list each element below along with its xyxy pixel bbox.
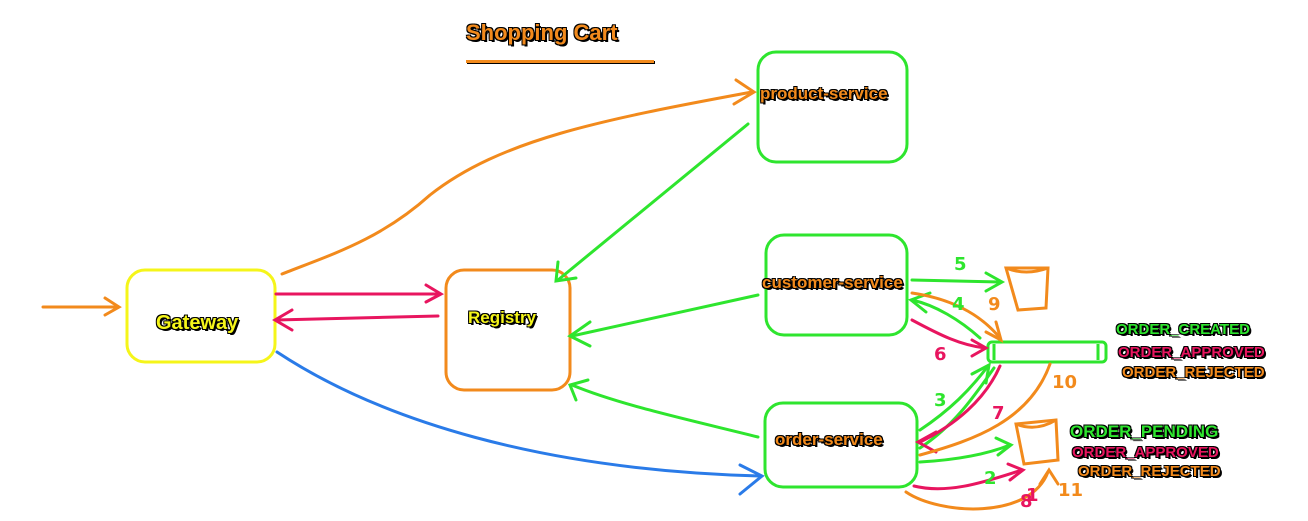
step-number: 1 <box>1026 485 1039 506</box>
db-status-rejected: ORDER_REJECTED <box>1078 463 1221 480</box>
registry-label: Registry <box>468 308 537 327</box>
order-db-icon <box>1014 418 1060 466</box>
step-number: 5 <box>954 254 967 275</box>
gateway-box <box>125 268 277 364</box>
order-service-label: order-service <box>775 430 883 449</box>
product-service-box <box>756 50 909 164</box>
topic-status-rejected: ORDER_REJECTED <box>1122 364 1265 381</box>
db-status-approved: ORDER_APPROVED <box>1072 444 1219 461</box>
gateway-label: Gateway <box>156 312 239 334</box>
order-service-box <box>763 401 919 489</box>
topic-status-approved: ORDER_APPROVED <box>1118 344 1265 361</box>
step-number: 2 <box>984 468 997 489</box>
title-underline <box>466 60 654 63</box>
service-registration-arrows <box>554 122 760 439</box>
product-service-label: product-service <box>760 84 888 103</box>
db-status-pending: ORDER_PENDING <box>1070 422 1219 441</box>
customer-service-box <box>764 233 909 337</box>
step-number: 6 <box>934 344 947 365</box>
gateway-to-product-arrow <box>280 78 757 276</box>
registry-box <box>444 268 572 392</box>
customer-db-icon <box>1004 266 1050 312</box>
step-number: 10 <box>1052 372 1078 393</box>
step-number: 9 <box>988 294 1001 315</box>
topic-status-created: ORDER_CREATED <box>1116 321 1250 338</box>
step-number: 11 <box>1058 480 1084 501</box>
gateway-to-order-arrow <box>275 350 765 496</box>
topic-bar <box>986 340 1108 364</box>
customer-service-label: customer-service <box>762 273 903 292</box>
step-number: 7 <box>992 403 1005 424</box>
step-number: 4 <box>952 294 965 315</box>
step-number: 3 <box>934 390 947 411</box>
diagram-title: Shopping Cart <box>466 20 618 45</box>
incoming-arrow <box>41 296 122 317</box>
gateway-registry-arrows <box>272 283 445 332</box>
order-flow-arrows <box>904 362 1060 511</box>
step-number: 8 <box>1020 491 1033 512</box>
customer-flow-arrows <box>907 271 1006 358</box>
